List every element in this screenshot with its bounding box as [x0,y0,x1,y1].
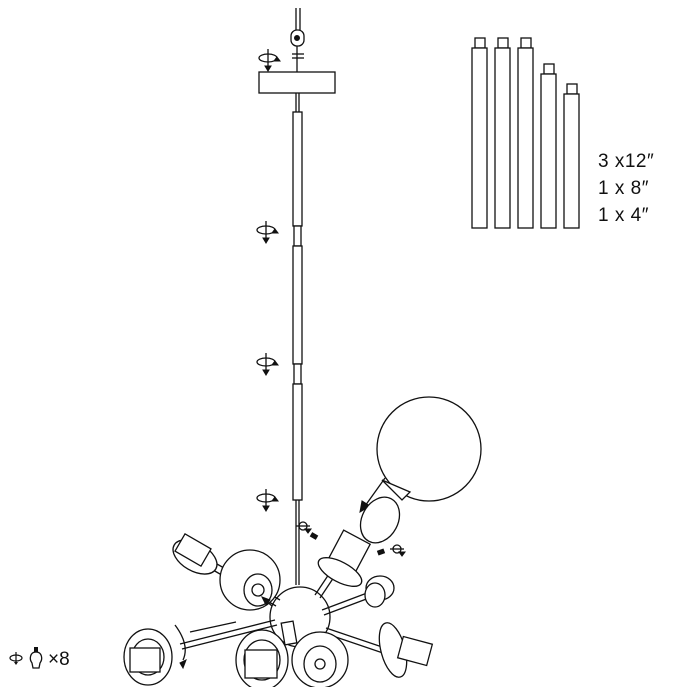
rotate-arrow-icon [8,650,24,671]
bulb-note: ×8 [8,646,70,674]
screw-icon [390,544,406,557]
ceiling-hook [290,8,305,72]
rotate-arrow-icon [256,221,279,244]
rotate-arrow-icon [256,353,279,376]
rod-quantity-8: 1 x 8″ [598,178,649,199]
light-bulb-icon [28,646,44,675]
glass-globe-icon [359,396,482,513]
screw-icon [296,521,312,534]
bulb-count: ×8 [48,649,70,670]
rod-quantity-12: 3 x12″ [598,151,655,172]
rotate-arrow-icon [258,49,281,72]
assembly-arrows [174,596,273,670]
rotate-arrow-icon [256,489,279,512]
spare-rods [471,37,580,229]
canopy [258,71,336,94]
down-rod-assembly [292,93,303,585]
rod-quantity-4: 1 x 4″ [598,205,649,226]
light-arms [123,496,434,691]
